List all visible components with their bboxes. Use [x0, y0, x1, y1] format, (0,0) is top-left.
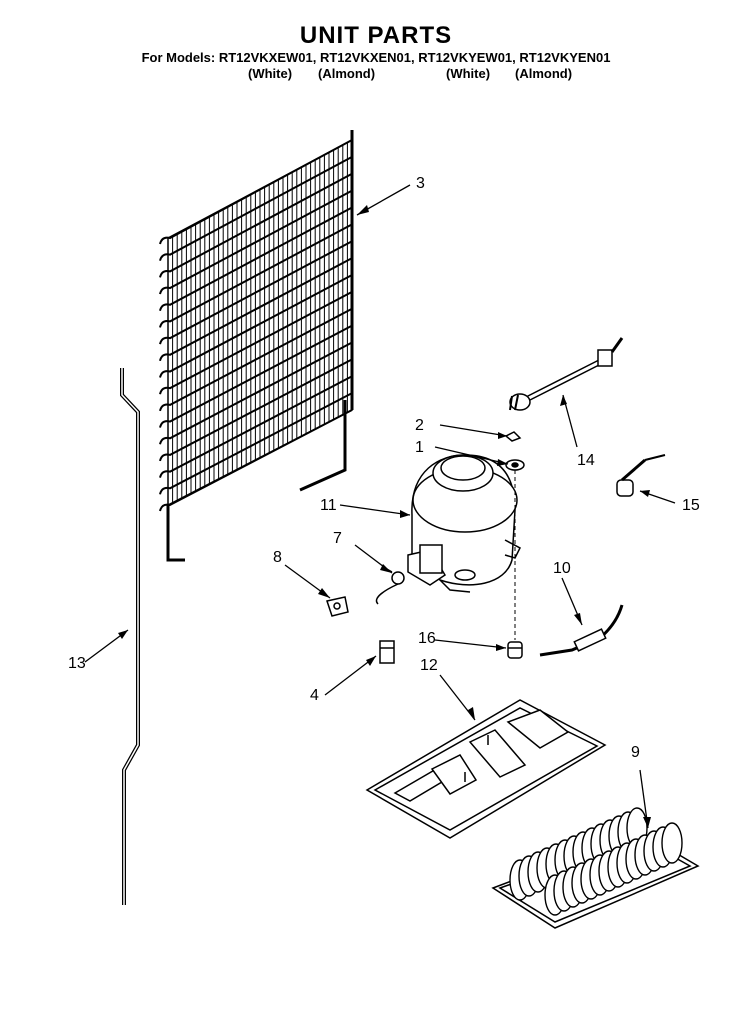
- callout-9: 9: [631, 744, 640, 761]
- retaining-clip: [504, 431, 522, 442]
- callout-10: 10: [553, 560, 571, 577]
- callout-7: 7: [333, 530, 342, 547]
- coil-tube: [159, 257, 353, 362]
- coil-tube: [159, 189, 353, 295]
- callout-4: 4: [310, 687, 319, 704]
- variant-label-almond-2: (Almond): [515, 66, 573, 81]
- coil-tube: [159, 358, 353, 462]
- callout-2: 2: [415, 417, 424, 434]
- condenser-coil: [159, 130, 354, 562]
- base-pan: [365, 699, 607, 839]
- callout-16: 16: [418, 630, 436, 647]
- grommet-washer: [505, 459, 525, 471]
- capacitor: [379, 640, 395, 664]
- callout-1: 1: [415, 439, 424, 456]
- callout-8: 8: [273, 549, 282, 566]
- coil-tube: [159, 392, 353, 495]
- coil-tube: [159, 324, 353, 428]
- coil-tube: [159, 375, 353, 478]
- coil-tube: [159, 307, 353, 412]
- page-title: UNIT PARTS: [299, 22, 453, 49]
- callout-12: 12: [420, 657, 438, 674]
- callout-11: 11: [320, 497, 337, 514]
- models-line: For Models: RT12VKXEW01, RT12VKXEN01, RT…: [141, 50, 611, 65]
- coil-tube: [159, 341, 353, 445]
- coil-tube: [159, 409, 353, 512]
- coil-tube: [159, 274, 353, 378]
- coil-tube: [159, 290, 353, 395]
- callout-13: 13: [68, 655, 86, 672]
- thermostat-cord: [539, 604, 624, 657]
- coil-tube: [159, 139, 353, 245]
- callout-14: 14: [577, 452, 595, 469]
- arrowheads: [118, 205, 651, 828]
- rubber-grommet: [507, 641, 523, 659]
- variant-label-white-1: (White): [248, 66, 293, 81]
- variant-label-almond-1: (Almond): [318, 66, 376, 81]
- callout-3: 3: [416, 175, 425, 192]
- compressor: [407, 454, 521, 593]
- power-harness: [509, 337, 624, 411]
- spring-loop: [661, 822, 683, 864]
- coil-tube: [159, 206, 353, 312]
- coil-tube: [159, 172, 353, 278]
- mounting-clip: [326, 596, 349, 617]
- drain-coil-assembly: [491, 807, 700, 929]
- coil-tube: [159, 223, 353, 328]
- harness-plug: [375, 567, 405, 605]
- drain-tube: [120, 368, 140, 905]
- coil-tube: [159, 155, 353, 261]
- overload-relay: [616, 454, 666, 497]
- variant-label-white-2: (White): [446, 66, 491, 81]
- coil-tube: [159, 240, 353, 345]
- callout-15: 15: [682, 497, 700, 514]
